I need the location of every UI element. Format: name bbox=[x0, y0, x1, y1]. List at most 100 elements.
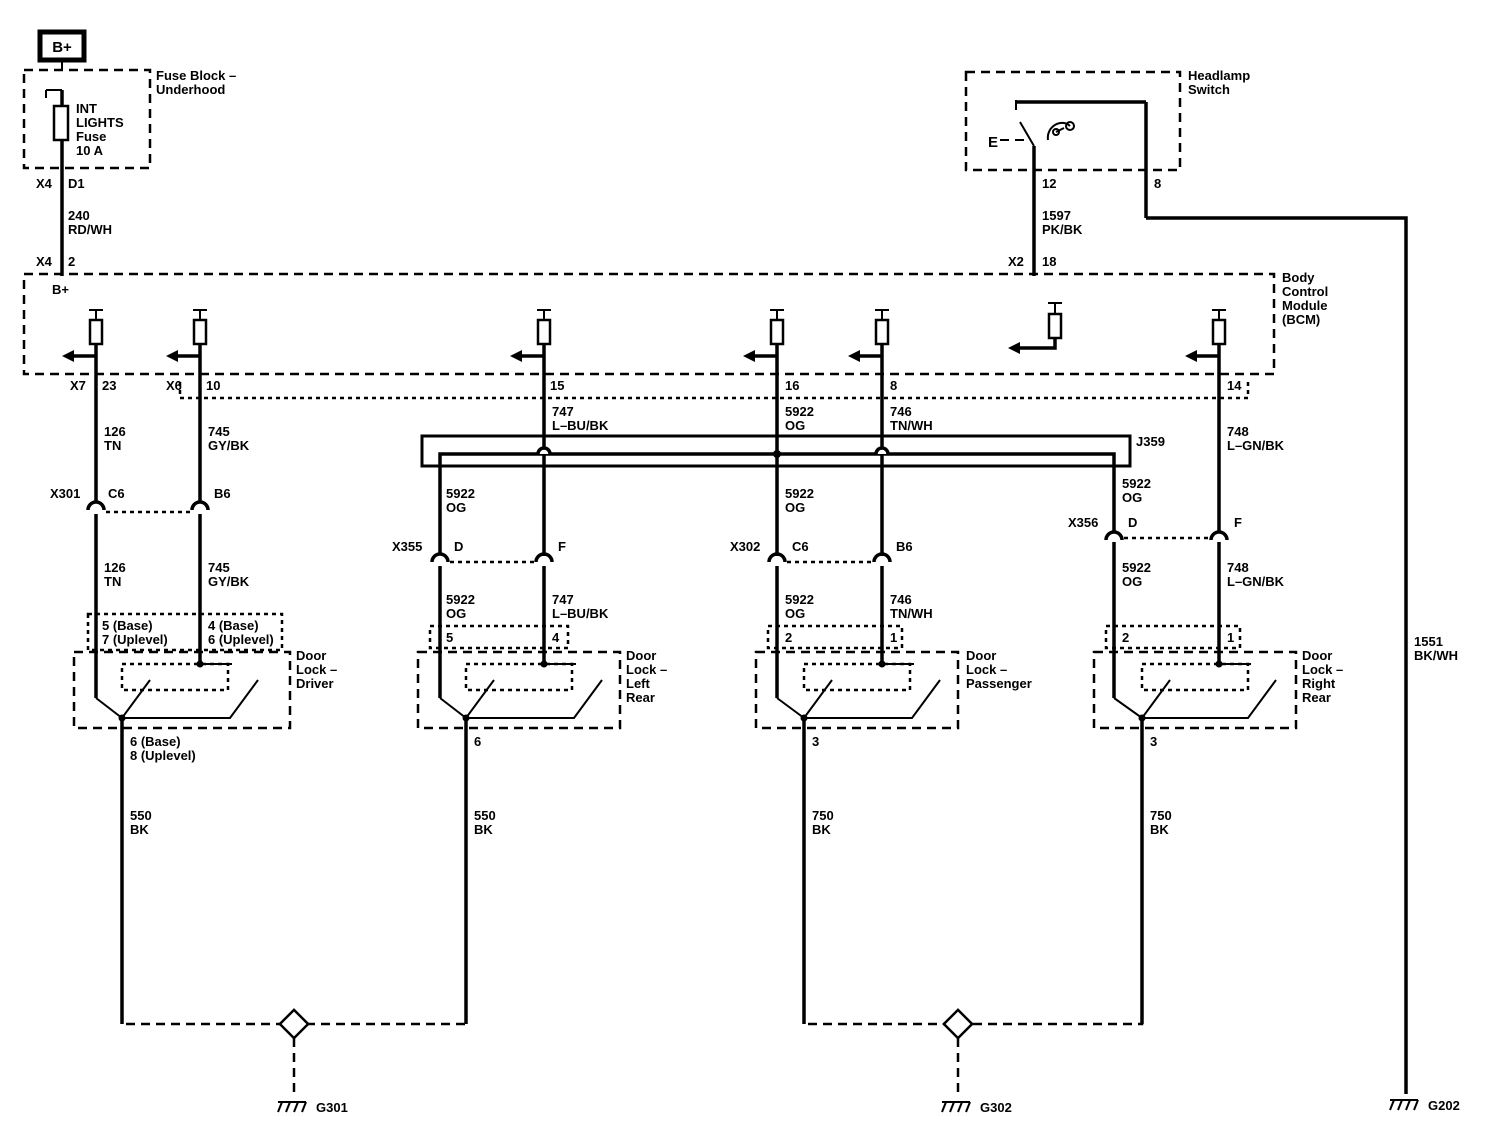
door-lock-passenger: 2 1 Door Lock – Passenger 3 bbox=[754, 624, 1032, 1024]
headlamp-pin-b: 8 bbox=[1154, 176, 1161, 191]
connector-x356-pin-a: D bbox=[1128, 515, 1137, 530]
bcm-x7-conn: X7 bbox=[70, 378, 86, 393]
bcm-x2-conn: X2 bbox=[1008, 254, 1024, 269]
splice-label: J359 bbox=[1136, 434, 1165, 449]
connector-x355-name: X355 bbox=[392, 539, 422, 554]
supply-label: B+ bbox=[52, 39, 72, 56]
bcm-pin-16: 16 bbox=[785, 378, 799, 393]
wire-745-num: 745 bbox=[208, 424, 230, 439]
bcm-title-4: (BCM) bbox=[1282, 312, 1320, 327]
ground-g202: G202 bbox=[1389, 1040, 1460, 1113]
fuse-label-2: LIGHTS bbox=[76, 115, 124, 130]
wire-5922-rr-num: 5922 bbox=[1122, 560, 1151, 575]
splice-j359: J359 bbox=[420, 434, 1165, 554]
headlamp-pin-a: 12 bbox=[1042, 176, 1056, 191]
bcm-pin-23: 23 bbox=[102, 378, 116, 393]
fuse-block-title-2: Underhood bbox=[156, 82, 225, 97]
headlamp-symbol-icon bbox=[1046, 121, 1075, 141]
left-rear-title-2: Lock – bbox=[626, 662, 667, 677]
wire-5922-mid-num: 5922 bbox=[785, 486, 814, 501]
connector-x355-pin-a: D bbox=[454, 539, 463, 554]
ground-splice-icon bbox=[942, 1008, 974, 1040]
passenger-ground-pin: 3 bbox=[812, 734, 819, 749]
wire-1551 bbox=[1146, 216, 1408, 1094]
left-rear-title-4: Rear bbox=[626, 690, 655, 705]
bcm-output-2: 10 bbox=[166, 309, 220, 502]
right-rear-title-4: Rear bbox=[1302, 690, 1331, 705]
left-rear-title-1: Door bbox=[626, 648, 656, 663]
bcm-bplus: B+ bbox=[52, 282, 69, 297]
wire-746-lower-num: 746 bbox=[890, 592, 912, 607]
connector-x301: X301 C6 B6 bbox=[50, 486, 231, 514]
connector-x301-name: X301 bbox=[50, 486, 80, 501]
ground-wire-3-num: 750 bbox=[812, 808, 834, 823]
connector-x355-pin-b: F bbox=[558, 539, 566, 554]
splice-branch-1-num: 5922 bbox=[446, 486, 475, 501]
bcm-x4-conn: X4 bbox=[36, 254, 53, 269]
wire-240-num: 240 bbox=[68, 208, 90, 223]
wire-747-num: 747 bbox=[552, 404, 574, 419]
bcm-x6-conn: X6 bbox=[166, 378, 182, 393]
connector-x302: X302 C6 B6 bbox=[730, 539, 913, 564]
wire-1597-num: 1597 bbox=[1042, 208, 1071, 223]
driver-ground-pin-1: 6 (Base) bbox=[130, 734, 181, 749]
headlamp-switch-title-2: Switch bbox=[1188, 82, 1230, 97]
fuse-block-conn: X4 bbox=[36, 176, 53, 191]
ground-g202-label: G202 bbox=[1428, 1098, 1460, 1113]
passenger-title-2: Lock – bbox=[966, 662, 1007, 677]
bcm-title-2: Control bbox=[1282, 284, 1328, 299]
wire-126-lower-color: TN bbox=[104, 574, 121, 589]
wire-5922-pass-color: OG bbox=[785, 606, 805, 621]
int-lights-fuse-icon bbox=[52, 104, 70, 142]
left-rear-ground-pin: 6 bbox=[474, 734, 481, 749]
wire-745-lower-color: GY/BK bbox=[208, 574, 250, 589]
wire-1551-color: BK/WH bbox=[1414, 648, 1458, 663]
wire-240-color: RD/WH bbox=[68, 222, 112, 237]
passenger-pin-a: 2 bbox=[785, 630, 792, 645]
splice-branch-2-num: 5922 bbox=[1122, 476, 1151, 491]
ground-g301: G301 bbox=[120, 968, 468, 1115]
right-rear-pin-b: 1 bbox=[1227, 630, 1234, 645]
wire-747-lower-num: 747 bbox=[552, 592, 574, 607]
wire-748-lower-num: 748 bbox=[1227, 560, 1249, 575]
ground-g302-label: G302 bbox=[980, 1100, 1012, 1115]
wire-746-color: TN/WH bbox=[890, 418, 933, 433]
body-control-module: Body Control Module (BCM) B+ X4 2 X2 18 … bbox=[22, 254, 1328, 400]
door-lock-left-rear: 5 4 Door Lock – Left Rear 6 bbox=[416, 624, 667, 1024]
wire-5922-rr-color: OG bbox=[1122, 574, 1142, 589]
ground-wire-2-color: BK bbox=[474, 822, 493, 837]
connector-x302-pin-b: B6 bbox=[896, 539, 913, 554]
driver-pin-a-2: 7 (Uplevel) bbox=[102, 632, 168, 647]
right-rear-pin-a: 2 bbox=[1122, 630, 1129, 645]
wire-748-color: L–GN/BK bbox=[1227, 438, 1285, 453]
bcm-output-4: 16 bbox=[743, 309, 799, 556]
right-rear-title-1: Door bbox=[1302, 648, 1332, 663]
wire-745-lower-num: 745 bbox=[208, 560, 230, 575]
driver-pin-a-1: 5 (Base) bbox=[102, 618, 153, 633]
fuse-block-pin: D1 bbox=[68, 176, 85, 191]
driver-pin-b-2: 6 (Uplevel) bbox=[208, 632, 274, 647]
ground-wire-1-color: BK bbox=[130, 822, 149, 837]
ground-wire-2-num: 550 bbox=[474, 808, 496, 823]
wire-5922-num: 5922 bbox=[785, 404, 814, 419]
wire-746-num: 746 bbox=[890, 404, 912, 419]
connector-x356-pin-b: F bbox=[1234, 515, 1242, 530]
ground-wire-1-num: 550 bbox=[130, 808, 152, 823]
fuse-label-1: INT bbox=[76, 101, 97, 116]
ground-wire-4-num: 750 bbox=[1150, 808, 1172, 823]
wire-747-color: L–BU/BK bbox=[552, 418, 609, 433]
splice-branch-2-color: OG bbox=[1122, 490, 1142, 505]
bcm-pin-10: 10 bbox=[206, 378, 220, 393]
pullup-resistor-icon bbox=[1047, 312, 1063, 340]
bcm-output-5: 8 bbox=[848, 309, 897, 556]
wire-1597-color: PK/BK bbox=[1042, 222, 1083, 237]
left-rear-pin-a: 5 bbox=[446, 630, 453, 645]
wire-748-num: 748 bbox=[1227, 424, 1249, 439]
connector-x302-pin-a: C6 bbox=[792, 539, 809, 554]
bcm-x4-pin: 2 bbox=[68, 254, 75, 269]
ground-wire-4-color: BK bbox=[1150, 822, 1169, 837]
driver-title-3: Driver bbox=[296, 676, 334, 691]
connector-x301-pin-b: B6 bbox=[214, 486, 231, 501]
wire-5922-color: OG bbox=[785, 418, 805, 433]
